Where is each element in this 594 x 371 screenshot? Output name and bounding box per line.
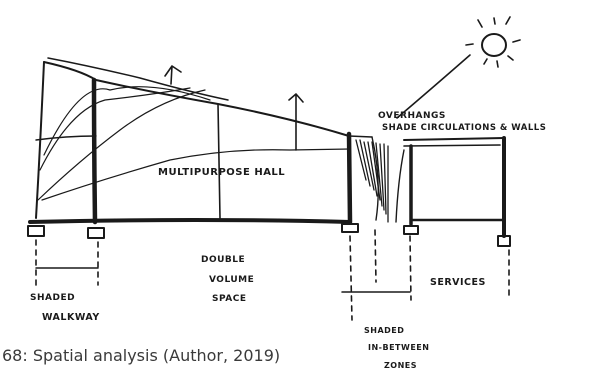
- floor-line: [28, 218, 506, 224]
- dashed-guides: [35, 229, 510, 321]
- arrow-marks: [164, 65, 304, 151]
- label-volume: VOLUME: [209, 275, 254, 285]
- figure-caption: 68: Spatial analysis (Author, 2019): [2, 346, 281, 365]
- walkway-columns: [35, 61, 351, 225]
- roof-line: [43, 57, 373, 138]
- label-shaded-walkway-2: WALKWAY: [42, 312, 100, 323]
- label-shaded-inbetween-2: IN-BETWEEN: [368, 343, 429, 352]
- sun-ray: [396, 54, 471, 119]
- hall-wall: [346, 131, 389, 225]
- label-shaded-inbetween-3: ZONES: [384, 361, 417, 370]
- label-space: SPACE: [212, 294, 246, 304]
- label-shaded-inbetween-1: SHADED: [364, 326, 404, 335]
- label-services: SERVICES: [430, 277, 486, 288]
- hall-centre-line: [217, 103, 221, 219]
- label-shade-circulations: SHADE CIRCULATIONS & WALLS: [382, 123, 546, 133]
- footings: [27, 223, 511, 247]
- dimension-lines: [35, 267, 411, 293]
- label-shaded-walkway-1: SHADED: [30, 293, 75, 303]
- label-double: DOUBLE: [201, 255, 245, 265]
- sun-icon: [465, 16, 521, 68]
- label-multipurpose-hall: MULTIPURPOSE HALL: [158, 167, 285, 178]
- services-block: [395, 136, 506, 238]
- label-overhangs: OVERHANGS: [378, 111, 446, 121]
